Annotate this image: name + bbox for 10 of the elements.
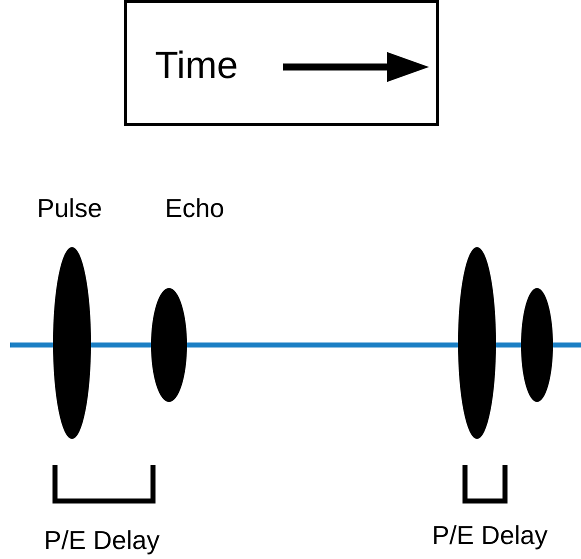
pulse-ellipse xyxy=(151,288,187,402)
time-box xyxy=(124,0,439,126)
time-label: Time xyxy=(155,47,238,85)
delay-label: P/E Delay xyxy=(44,527,160,553)
pulse-ellipse xyxy=(53,247,91,439)
pulse-ellipse xyxy=(458,247,496,439)
pulse-caption: Pulse xyxy=(37,195,102,221)
pulse-ellipse xyxy=(521,288,553,402)
pulse-caption: Echo xyxy=(165,195,224,221)
delay-label: P/E Delay xyxy=(432,522,548,548)
